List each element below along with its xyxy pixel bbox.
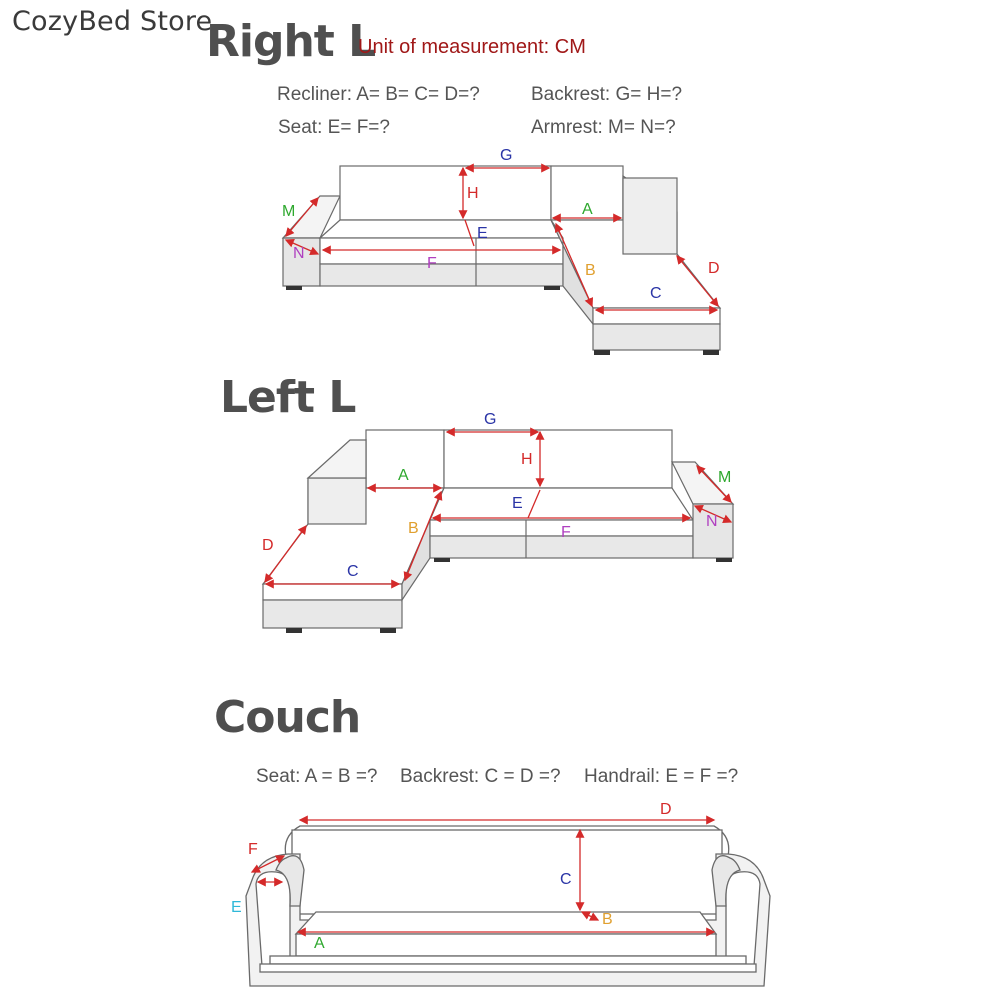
couch-left-arm (255, 871, 291, 967)
left-l-label-m: M (718, 469, 731, 486)
couch-spec-handrail: Handrail: E = F =? (584, 766, 739, 787)
left-l-sofa-diagram (261, 429, 735, 629)
right-l-label-a: A (582, 201, 593, 218)
left-l-label-n: N (706, 513, 718, 530)
left-l-label-e: E (512, 495, 523, 512)
couch-spec-backrest: Backrest: C = D =? (400, 766, 561, 787)
unit-of-measurement: Unit of measurement: CM (358, 36, 586, 58)
couch-right-arm (725, 871, 761, 967)
couch-label-b: B (602, 911, 613, 928)
right-l-backrest-right (550, 165, 624, 221)
left-l-label-c: C (347, 563, 359, 580)
couch-label-a: A (314, 935, 325, 952)
right-l-seat-cushion (319, 237, 564, 265)
right-l-label-g: G (500, 147, 512, 164)
couch-label-f: F (248, 841, 258, 858)
right-l-label-f: F (427, 255, 437, 272)
right-l-seat-base (319, 263, 564, 287)
right-l-label-h: H (467, 185, 479, 202)
left-l-seat-top (429, 487, 695, 521)
couch-title: Couch (214, 692, 361, 743)
right-l-measure-lines (284, 163, 719, 315)
right-l-backrest-left (339, 165, 552, 221)
left-l-label-d: D (262, 537, 274, 554)
left-l-title: Left L (220, 372, 356, 423)
right-l-label-n: N (293, 245, 305, 262)
couch-measure-lines (250, 815, 716, 937)
spec-armrest: Armrest: M= N=? (531, 117, 676, 138)
couch-sofa-diagram (245, 825, 771, 987)
left-l-chaise-armrest (307, 477, 367, 525)
left-l-chaise-base (262, 599, 403, 629)
left-l-measure-lines (264, 427, 733, 589)
spec-seat: Seat: E= F=? (278, 117, 390, 138)
right-l-title: Right L (206, 16, 376, 67)
right-l-chaise-armrest (622, 177, 678, 255)
couch-label-d: D (660, 801, 672, 818)
right-l-chaise-base (592, 323, 721, 351)
left-l-label-a: A (398, 467, 409, 484)
couch-spec-seat: Seat: A = B =? (256, 766, 378, 787)
right-l-label-e: E (477, 225, 488, 242)
right-l-label-m: M (282, 203, 295, 220)
left-l-backrest-right (443, 429, 673, 489)
right-l-seat-top (318, 219, 565, 239)
right-l-label-c: C (650, 285, 662, 302)
couch-seat-front (295, 933, 717, 957)
couch-label-c: C (560, 871, 572, 888)
left-l-label-b: B (408, 520, 419, 537)
left-l-label-h: H (521, 451, 533, 468)
right-l-sofa-diagram (281, 165, 722, 351)
left-l-label-f: F (561, 524, 571, 541)
couch-label-e: E (231, 899, 242, 916)
couch-seat-top (294, 911, 718, 935)
spec-backrest: Backrest: G= H=? (531, 84, 683, 105)
right-l-label-b: B (585, 262, 596, 279)
left-l-label-g: G (484, 411, 496, 428)
spec-recliner: Recliner: A= B= C= D=? (277, 84, 480, 105)
right-l-label-d: D (708, 260, 720, 277)
store-watermark: CozyBed Store (12, 6, 213, 37)
